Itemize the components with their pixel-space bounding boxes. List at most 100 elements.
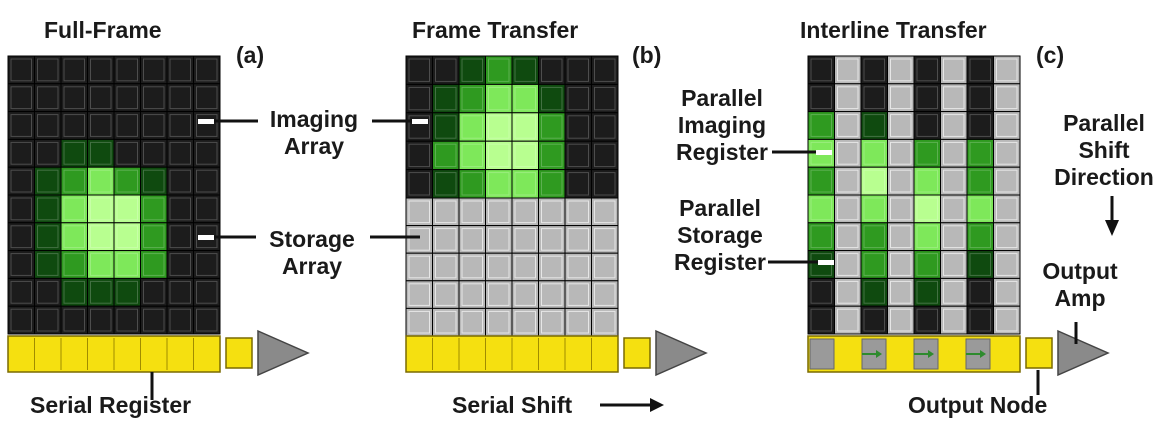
label-line: Parallel	[679, 195, 761, 221]
pixel-bevel	[63, 253, 85, 276]
ccd-pixel	[940, 250, 968, 279]
pixel-bevel	[435, 283, 457, 306]
pixel-bevel	[594, 200, 616, 224]
ccd-pixel	[966, 194, 994, 224]
pixel-bevel	[143, 225, 165, 249]
ccd-pixel	[591, 307, 619, 337]
pixel-bevel	[196, 169, 218, 193]
ccd-pixel	[860, 111, 888, 140]
ccd-pixel	[834, 83, 862, 113]
ccd-pixel	[887, 222, 915, 252]
pixel-bevel	[488, 143, 510, 168]
ccd-pixel	[166, 166, 194, 196]
ccd-pixel	[34, 305, 62, 335]
pixel-bevel	[37, 308, 59, 332]
pixel-bevel	[890, 114, 912, 137]
ccd-pixel	[34, 111, 62, 140]
ccd-pixel	[834, 222, 862, 252]
ccd-pixel	[834, 55, 862, 85]
ccd-pixel	[34, 166, 62, 196]
pixel-bevel	[996, 253, 1018, 276]
ccd-pixel	[140, 55, 168, 85]
pixel-bevel	[567, 115, 589, 139]
pixel-bevel	[943, 280, 965, 304]
ccd-pixel	[564, 112, 592, 142]
ccd-pixel	[60, 138, 88, 168]
panel-title-frame-transfer: Frame Transfer	[412, 17, 579, 43]
label-parallel-imaging-register: Parallel Imaging Register	[662, 85, 782, 166]
pixel-bevel	[594, 86, 616, 111]
label-line: Parallel	[1063, 110, 1145, 136]
ccd-pixel	[913, 194, 941, 224]
pixel-bevel	[488, 228, 510, 251]
pixel-bevel	[996, 114, 1018, 137]
ccd-pixel	[405, 197, 433, 227]
ccd-pixel	[60, 277, 88, 307]
ccd-pixel	[7, 55, 35, 85]
ccd-pixel	[966, 277, 994, 307]
pixel-bevel	[37, 197, 59, 221]
ccd-pixel	[60, 166, 88, 196]
pixel-bevel	[169, 280, 191, 304]
pixel-bevel	[435, 172, 457, 196]
ccd-pixel	[34, 222, 62, 252]
ccd-pixel	[966, 222, 994, 252]
pixel-bevel	[37, 169, 59, 193]
pixel-bevel	[837, 308, 859, 332]
pixel-bevel	[996, 280, 1018, 304]
pixel-bevel	[488, 86, 510, 111]
pixel-bevel	[837, 253, 859, 276]
ccd-pixel	[834, 305, 862, 335]
pixel-bevel	[63, 280, 85, 304]
frame-transfer-imaging-array	[405, 55, 619, 199]
ccd-pixel	[7, 250, 35, 279]
pixel-bevel	[916, 280, 938, 304]
label-storage-array: Storage Array	[252, 226, 372, 280]
ccd-pixel	[87, 277, 115, 307]
pixel-bevel	[10, 141, 32, 165]
pixel-bevel	[810, 280, 832, 304]
ccd-pixel	[34, 83, 62, 113]
pixel-bevel	[969, 86, 991, 110]
pixel-bevel	[143, 280, 165, 304]
ccd-pixel	[7, 194, 35, 224]
shift-arrow-icon	[980, 350, 986, 358]
pixel-bevel	[37, 141, 59, 165]
ccd-pixel	[34, 138, 62, 168]
pixel-bevel	[10, 197, 32, 221]
ccd-pixel	[993, 166, 1021, 196]
pixel-bevel	[169, 86, 191, 110]
pixel-bevel	[594, 310, 616, 334]
pixel-bevel	[196, 308, 218, 332]
pixel-bevel	[567, 310, 589, 334]
ccd-pixel	[538, 307, 566, 337]
pixel-bevel	[37, 280, 59, 304]
pixel-bevel	[169, 114, 191, 137]
pixel-bevel	[408, 228, 430, 251]
ccd-pixel	[807, 305, 835, 335]
pixel-bevel	[196, 86, 218, 110]
output-amp-icon	[655, 329, 708, 377]
pixel-bevel	[143, 308, 165, 332]
ccd-pixel	[7, 222, 35, 252]
output-amp-icon	[257, 329, 310, 377]
ccd-pixel	[913, 138, 941, 168]
pixel-bevel	[461, 86, 483, 111]
pixel-bevel	[890, 197, 912, 221]
pixel-bevel	[863, 169, 885, 193]
ccd-pixel	[940, 222, 968, 252]
leader-tick	[816, 150, 832, 155]
pixel-bevel	[996, 141, 1018, 165]
pixel-bevel	[169, 141, 191, 165]
label-line: Imaging	[677, 112, 767, 138]
panel-title-full-frame: Full-Frame	[44, 17, 162, 43]
pixel-bevel	[541, 172, 563, 196]
pixel-bevel	[461, 310, 483, 334]
pixel-bevel	[461, 255, 483, 279]
pixel-bevel	[969, 114, 991, 137]
ccd-pixel	[405, 169, 433, 199]
ccd-pixel	[432, 55, 460, 85]
pixel-bevel	[863, 58, 885, 82]
ccd-pixel	[432, 140, 460, 171]
pixel-bevel	[916, 197, 938, 221]
